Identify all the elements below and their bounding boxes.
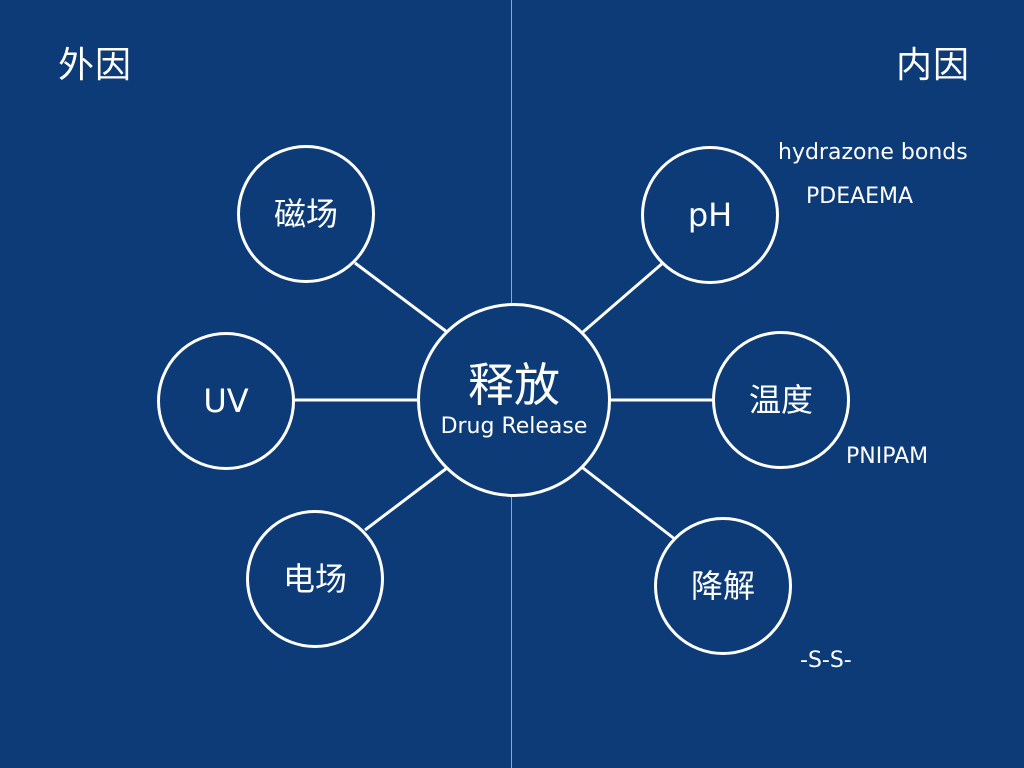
node-magnetic-field: 磁场: [237, 145, 375, 283]
electric-label: 电场: [282, 560, 347, 598]
link-magnetic: [354, 261, 448, 334]
heading-internal: 内因: [896, 45, 971, 86]
uv-label: UV: [203, 382, 249, 420]
note-pnipam: PNIPAM: [846, 444, 929, 469]
node-ph: pH: [641, 146, 779, 284]
degradation-label: 降解: [690, 567, 755, 605]
ph-label: pH: [687, 196, 733, 234]
node-electric-field: 电场: [246, 510, 384, 648]
note-disulfide: -S-S-: [800, 648, 852, 673]
link-electric: [364, 466, 448, 532]
center-label: 释放: [468, 357, 560, 412]
node-drug-release: 释放 Drug Release: [417, 303, 611, 497]
note-pdeaema: PDEAEMA: [806, 184, 914, 209]
temperature-label: 温度: [748, 381, 813, 419]
link-ph: [582, 260, 665, 334]
node-temperature: 温度: [712, 331, 850, 469]
note-hydrazone-bonds: hydrazone bonds: [778, 140, 968, 165]
node-uv: UV: [157, 332, 295, 470]
link-degradation: [582, 466, 677, 542]
magnetic-label: 磁场: [273, 195, 338, 233]
center-sublabel: Drug Release: [440, 413, 588, 439]
heading-external: 外因: [58, 45, 133, 86]
node-degradation: 降解: [654, 517, 792, 655]
